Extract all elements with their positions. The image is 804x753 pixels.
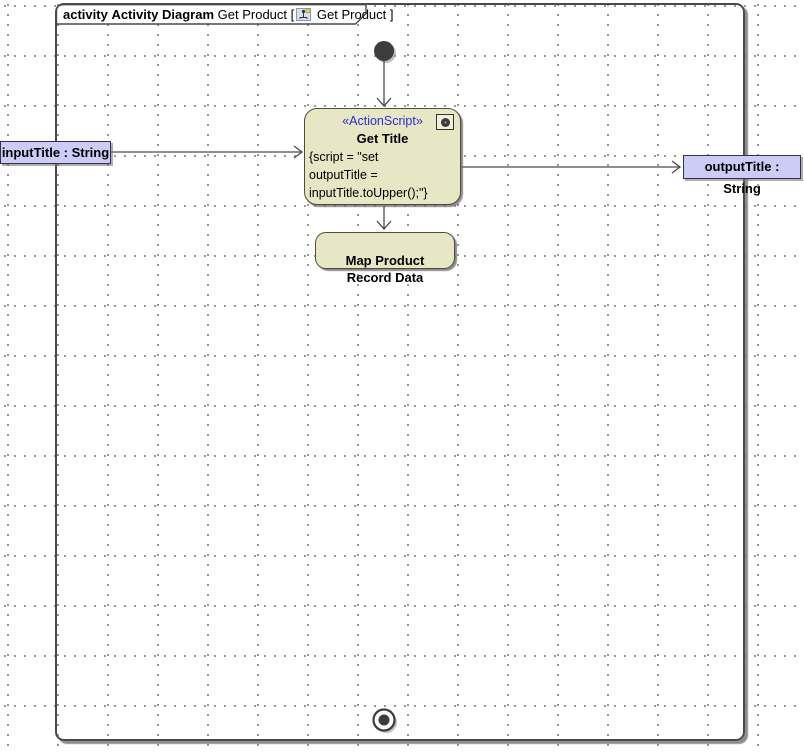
frame-diagram-kind: Activity Diagram <box>111 7 215 22</box>
gear-glyph <box>440 117 450 127</box>
activity-frame[interactable] <box>55 3 745 741</box>
object-flow-action-to-output[interactable] <box>461 160 682 174</box>
action-script-body: {script = "set outputTitle = inputTitle.… <box>309 150 428 200</box>
initial-node[interactable] <box>374 41 396 63</box>
action-node-get-title[interactable]: «ActionScript» Get Title {script = "set … <box>304 108 461 205</box>
map-action-name: Map Product Record Data <box>345 253 425 285</box>
final-node[interactable] <box>372 708 398 734</box>
action-name: Get Title <box>356 131 409 146</box>
frame-header-shape[interactable] <box>55 4 367 25</box>
action-stereotype: «ActionScript» <box>342 114 423 128</box>
script-icon <box>436 114 454 130</box>
activity-diagram-icon <box>296 8 312 25</box>
parameter-node-output-title[interactable]: outputTitle : String <box>683 155 801 196</box>
frame-keyword: activity <box>63 7 108 22</box>
input-param-label: inputTitle : String <box>1 145 110 160</box>
output-param-label: outputTitle : String <box>704 159 780 196</box>
parameter-node-input-title[interactable]: inputTitle : String <box>0 141 111 164</box>
action-node-map-product[interactable]: Map Product Record Data <box>315 232 455 285</box>
frame-diagram-name: Get Product <box>217 7 288 22</box>
control-flow-action-to-map[interactable] <box>376 206 392 230</box>
frame-header[interactable]: activity Activity Diagram Get Product [ … <box>63 6 394 23</box>
control-flow-initial-to-action[interactable] <box>376 61 392 107</box>
bracket-open-label: [ <box>290 7 295 22</box>
bracket-close-label: ] <box>389 7 394 22</box>
object-flow-input-to-action[interactable] <box>111 145 304 159</box>
frame-context-name: Get Product <box>316 7 387 22</box>
